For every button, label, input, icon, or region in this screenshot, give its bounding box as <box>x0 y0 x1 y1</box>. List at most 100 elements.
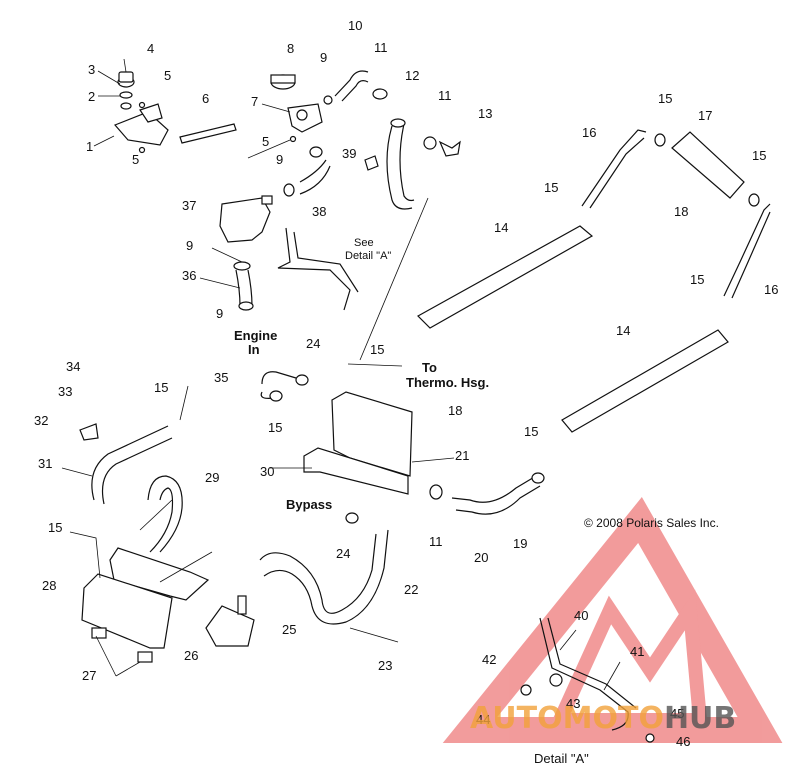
part-bracket <box>113 103 169 154</box>
callout-8: 8 <box>287 41 294 56</box>
callout-7: 7 <box>251 94 258 109</box>
leader-lines <box>61 58 621 691</box>
callout-30: 30 <box>260 464 274 479</box>
callout-15f: 15 <box>154 380 168 395</box>
label-engine-in-line2: In <box>248 342 260 357</box>
callout-19: 19 <box>513 536 527 551</box>
part-reservoir <box>219 195 273 243</box>
callout-37: 37 <box>182 198 196 213</box>
label-see-detail-a: See Detail "A" <box>345 237 391 262</box>
part-shroud <box>331 391 413 477</box>
watermark-text-gray: HUB <box>664 701 736 736</box>
callout-12: 12 <box>405 68 419 83</box>
callout-43: 43 <box>566 696 580 711</box>
label-detail-a: Detail "A" <box>534 751 589 766</box>
callout-16b: 16 <box>764 282 778 297</box>
callout-5b: 5 <box>132 152 139 167</box>
callout-15c: 15 <box>544 180 558 195</box>
label-see-detail-line2: Detail "A" <box>345 250 391 262</box>
callout-14b: 14 <box>616 323 630 338</box>
watermark-logo <box>442 497 783 743</box>
watermark-text-orange: AUTOMOTO <box>470 701 664 736</box>
part-hose-19-20 <box>451 475 541 515</box>
callout-11b: 11 <box>438 88 452 103</box>
callout-15g: 15 <box>268 420 282 435</box>
label-see-detail-line1: See <box>354 237 374 249</box>
callout-17: 17 <box>698 108 712 123</box>
part-tube <box>179 123 237 144</box>
part-detail-a-tube <box>539 617 637 731</box>
callout-18a: 18 <box>674 204 688 219</box>
callout-25: 25 <box>282 622 296 637</box>
callout-10: 10 <box>348 18 362 33</box>
callout-44: 44 <box>476 712 490 727</box>
callout-24b: 24 <box>336 546 350 561</box>
callout-4: 4 <box>147 41 154 56</box>
callout-39: 39 <box>342 146 356 161</box>
callout-2: 2 <box>88 89 95 104</box>
part-hose-12 <box>386 123 415 210</box>
callout-16a: 16 <box>582 125 596 140</box>
callout-18b: 18 <box>448 403 462 418</box>
callout-22: 22 <box>404 582 418 597</box>
callout-26: 26 <box>184 648 198 663</box>
callout-15a: 15 <box>658 91 672 106</box>
callout-1: 1 <box>86 139 93 154</box>
part-tube-detail-a <box>277 227 359 311</box>
logo-inner-m <box>549 589 708 727</box>
logo-outer-triangle <box>442 497 783 743</box>
callout-3: 3 <box>88 62 95 77</box>
part-radiator-tube-lower <box>561 329 729 433</box>
callout-31: 31 <box>38 456 52 471</box>
callout-24a: 24 <box>306 336 320 351</box>
part-hose-16-right <box>723 203 771 299</box>
callout-42: 42 <box>482 652 496 667</box>
callout-13: 13 <box>478 106 492 121</box>
callout-15i: 15 <box>48 520 62 535</box>
part-hose-38 <box>299 159 331 195</box>
label-to-thermo: To Thermo. Hsg. <box>406 360 489 390</box>
callout-9a: 9 <box>320 50 327 65</box>
label-engine-in: Engine In <box>234 328 281 357</box>
part-bracket-30 <box>303 447 409 495</box>
label-bypass: Bypass <box>286 497 332 512</box>
label-to-thermo-line2: Thermo. Hsg. <box>406 375 489 390</box>
callout-6: 6 <box>202 91 209 106</box>
part-cooler <box>671 131 745 199</box>
callout-35: 35 <box>214 370 228 385</box>
callout-36: 36 <box>182 268 196 283</box>
part-hose-29 <box>147 475 183 553</box>
callout-34: 34 <box>66 359 80 374</box>
callout-21: 21 <box>455 448 469 463</box>
callout-20: 20 <box>474 550 488 565</box>
callout-9c: 9 <box>186 238 193 253</box>
callout-14a: 14 <box>494 220 508 235</box>
part-oil-cooler <box>81 573 173 649</box>
callouts: 1 2 3 4 5 5 6 7 8 9 9 9 9 10 11 11 11 12… <box>34 18 778 749</box>
callout-28: 28 <box>42 578 56 593</box>
part-cap-stack <box>117 71 146 110</box>
callout-11a: 11 <box>374 40 388 55</box>
watermark-text: AUTOMOTOHUB <box>470 701 736 736</box>
callout-23: 23 <box>378 658 392 673</box>
callout-5a: 5 <box>164 68 171 83</box>
part-25 <box>205 605 255 647</box>
callout-15e: 15 <box>370 342 384 357</box>
callout-38: 38 <box>312 204 326 219</box>
callout-45: 45 <box>670 706 684 721</box>
callout-27: 27 <box>82 668 96 683</box>
label-to-thermo-line1: To <box>422 360 437 375</box>
copyright-text: © 2008 Polaris Sales Inc. <box>584 516 719 530</box>
part-radiator-tube-upper <box>417 225 594 329</box>
callout-33: 33 <box>58 384 72 399</box>
callout-41: 41 <box>630 644 644 659</box>
callout-15b: 15 <box>752 148 766 163</box>
callout-5c: 5 <box>262 134 269 149</box>
callout-40: 40 <box>574 608 588 623</box>
callout-9d: 9 <box>216 306 223 321</box>
part-hose-22 <box>259 529 389 625</box>
part-hose-31 <box>91 425 173 505</box>
callout-32: 32 <box>34 413 48 428</box>
callout-11c: 11 <box>429 534 443 549</box>
